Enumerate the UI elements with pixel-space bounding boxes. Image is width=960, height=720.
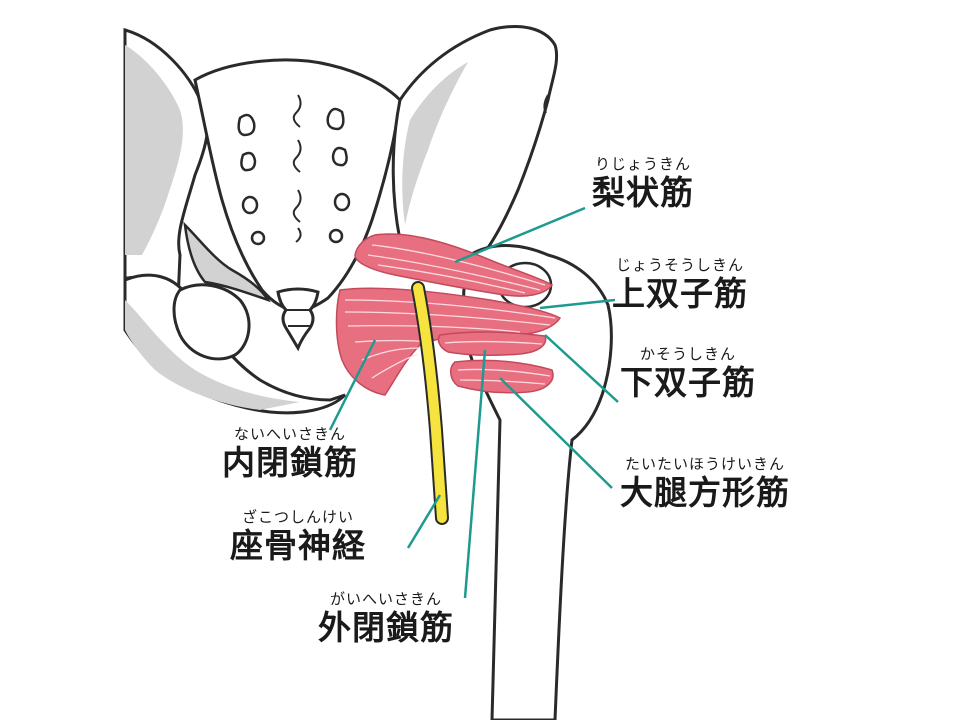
ruby-sciatic-nerve: ざこつしんけい — [241, 508, 354, 526]
coccyx — [276, 287, 320, 352]
label-obturator-internus: ないへいさきん 内閉鎖筋 — [222, 425, 358, 483]
left-obturator-foramen — [172, 283, 251, 361]
leader-obturator-externus — [463, 349, 487, 599]
name-gemellus-inferior: 下双子筋 — [620, 363, 756, 402]
ruby-piriformis: りじょうきん — [594, 155, 691, 173]
leader-obturator-internus — [328, 339, 377, 431]
ruby-obturator-internus: ないへいさきん — [233, 425, 346, 443]
gemellus-inferior-muscle — [437, 331, 547, 357]
name-obturator-externus: 外閉鎖筋 — [318, 608, 454, 647]
name-piriformis: 梨状筋 — [592, 173, 694, 212]
label-piriformis: りじょうきん 梨状筋 — [592, 155, 694, 213]
leader-gemellus-inferior — [544, 334, 619, 403]
name-gemellus-superior: 上双子筋 — [612, 274, 748, 313]
ruby-quadratus-femoris: たいたいほうけいきん — [624, 455, 785, 473]
leader-gemellus-superior — [539, 298, 616, 310]
label-obturator-externus: がいへいさきん 外閉鎖筋 — [318, 590, 454, 648]
label-sciatic-nerve: ざこつしんけい 座骨神経 — [230, 508, 366, 566]
label-gemellus-superior: じょうそうしきん 上双子筋 — [612, 256, 748, 314]
sacrum — [193, 58, 402, 352]
leader-quadratus-femoris — [499, 377, 613, 489]
label-quadratus-femoris: たいたいほうけいきん 大腿方形筋 — [620, 455, 790, 513]
ruby-gemellus-inferior: かそうしきん — [639, 345, 736, 363]
name-obturator-internus: 内閉鎖筋 — [222, 443, 358, 482]
right-ilium — [391, 25, 559, 272]
leader-piriformis — [454, 206, 586, 264]
sciatic-nerve — [413, 283, 447, 523]
leader-sciatic-nerve — [406, 494, 442, 549]
name-quadratus-femoris: 大腿方形筋 — [620, 473, 790, 512]
leader-lines — [328, 206, 619, 599]
ruby-gemellus-superior: じょうそうしきん — [615, 256, 744, 274]
quadratus-femoris-muscle — [450, 359, 554, 394]
name-sciatic-nerve: 座骨神経 — [230, 526, 366, 565]
muscles — [335, 233, 562, 396]
ruby-obturator-externus: がいへいさきん — [329, 590, 442, 608]
label-gemellus-inferior: かそうしきん 下双子筋 — [620, 345, 756, 403]
left-hip-bone — [123, 221, 347, 415]
